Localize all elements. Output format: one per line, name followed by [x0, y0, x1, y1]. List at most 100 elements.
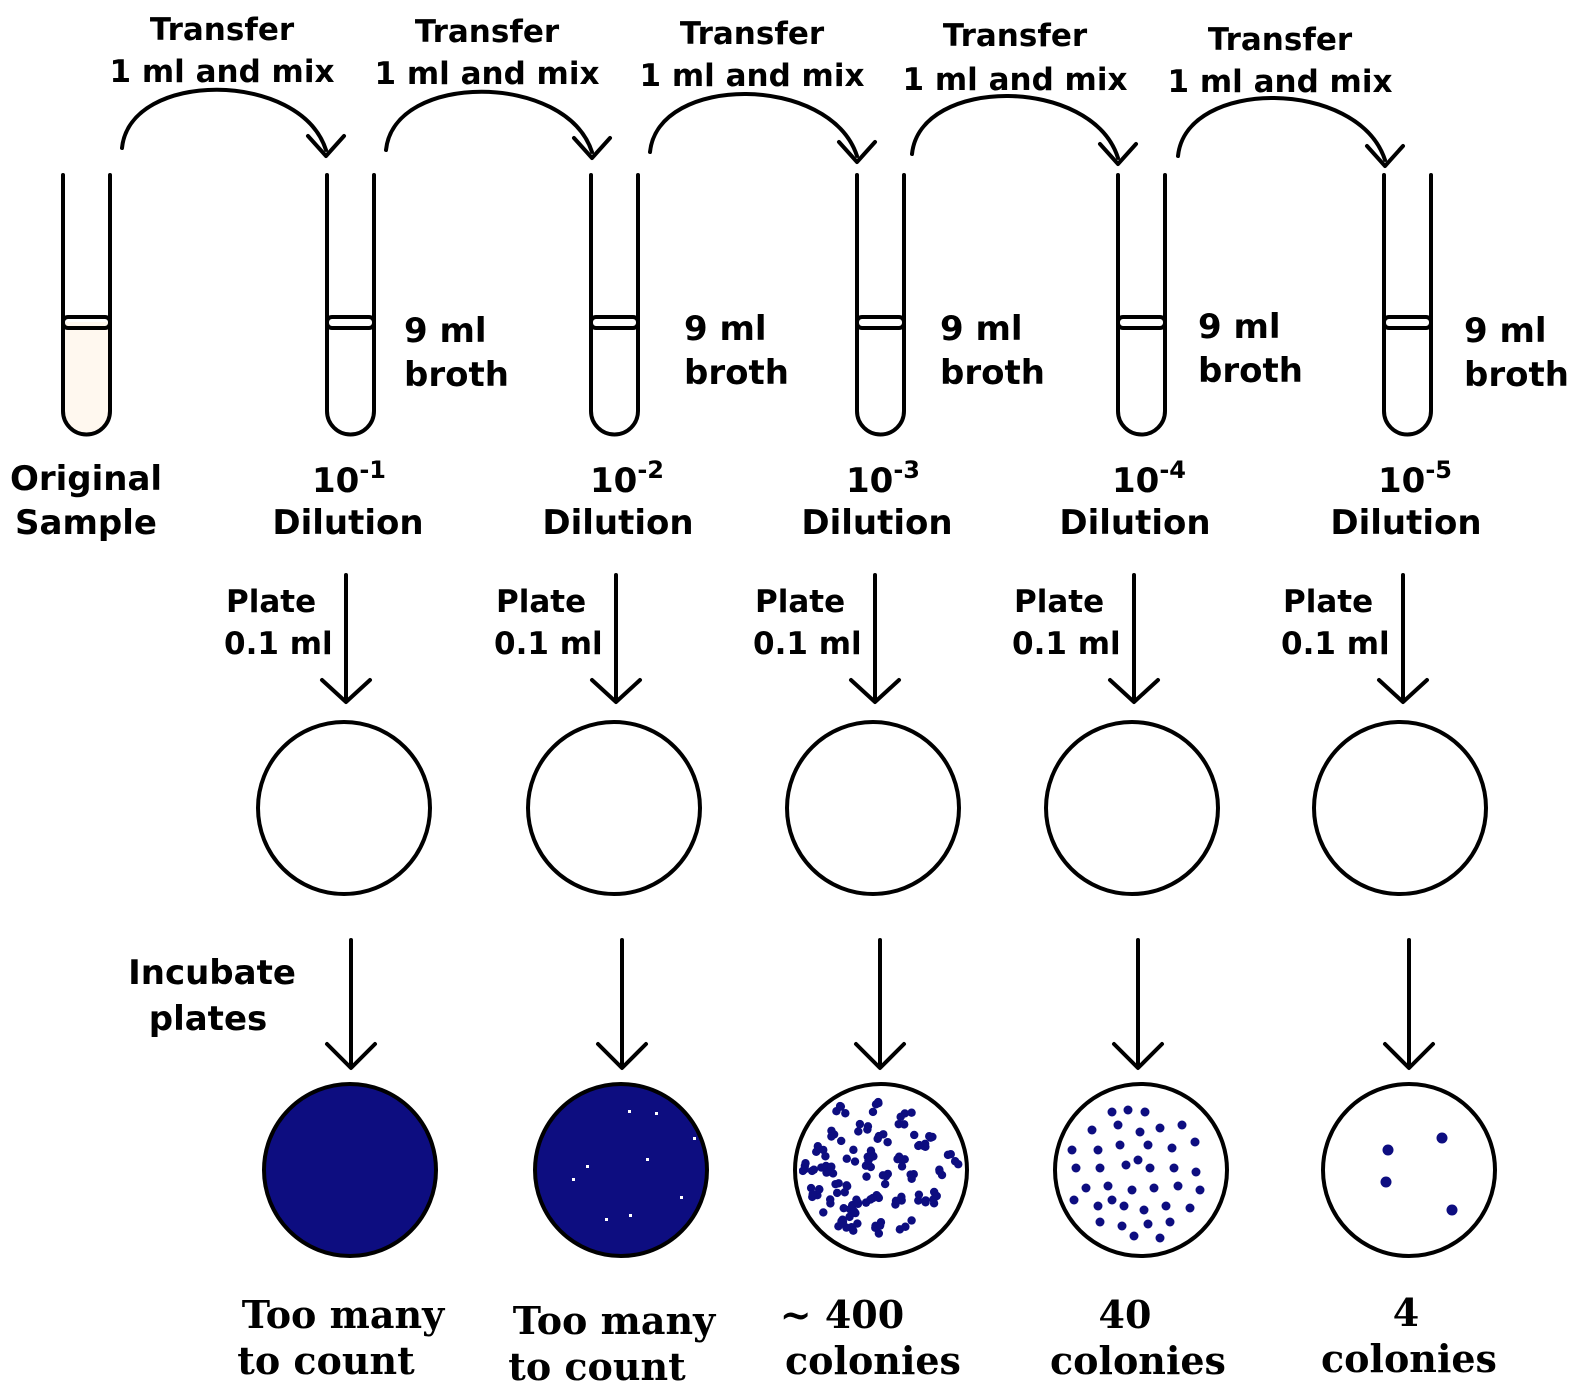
- plate-volume-label: 0.1 ml: [1281, 626, 1390, 662]
- tube-dilution-4: [1116, 173, 1167, 437]
- plate-step-5: Plate 0.1 ml: [1281, 573, 1429, 704]
- broth-label: broth: [940, 353, 1045, 393]
- dilution-label-4: 10-4 Dilution: [1059, 456, 1210, 543]
- dilution-label-5: 10-5 Dilution: [1330, 456, 1481, 543]
- incubated-plate-5: [1321, 1082, 1497, 1258]
- transfer-step-3: Transfer 1 ml and mix: [640, 16, 877, 164]
- colony-dot: [1436, 1132, 1448, 1144]
- incubate-arrow-5: [1383, 938, 1435, 1070]
- colony-dot: [1446, 1204, 1458, 1216]
- dilution-base: 10: [1378, 461, 1425, 501]
- colony-dot: [1149, 1183, 1159, 1193]
- dilution-word: Dilution: [801, 503, 952, 543]
- transfer-arrowhead: [1365, 144, 1405, 168]
- original-sample-label: Original: [10, 459, 162, 499]
- colony-dot: [815, 1185, 824, 1194]
- colony-dot: [822, 1168, 831, 1177]
- colony-dot: [1155, 1123, 1165, 1133]
- incubated-plate-4: [1053, 1082, 1229, 1258]
- transfer-label: Transfer: [415, 14, 560, 50]
- colony-dot: [1185, 1203, 1195, 1213]
- transfer-arrow: [648, 92, 859, 158]
- colony-dot: [853, 1219, 862, 1228]
- transfer-arrowhead: [306, 134, 346, 158]
- result-label: 4: [1393, 1290, 1419, 1335]
- sample-liquid: [63, 322, 110, 435]
- broth-volume-label: 9 ml: [1198, 307, 1281, 347]
- colony-dot: [1143, 1219, 1153, 1229]
- colony-dot: [849, 1226, 858, 1235]
- incubated-plate-1: [262, 1082, 438, 1258]
- colony-dot: [1145, 1163, 1155, 1173]
- colony-dot: [907, 1174, 916, 1184]
- liquid-meniscus: [1382, 315, 1433, 330]
- colony-dot: [808, 1189, 817, 1199]
- dilution-base: 10: [1112, 461, 1159, 501]
- colony-dot: [878, 1171, 888, 1180]
- colony-dot: [1177, 1120, 1187, 1130]
- incubate-arrowhead: [325, 1042, 377, 1070]
- result-label: colonies: [785, 1338, 961, 1383]
- colony-dot: [1117, 1221, 1127, 1231]
- dilution-exponent: -4: [1159, 456, 1186, 484]
- colony-dot: [1069, 1195, 1079, 1205]
- colony-dot: [1165, 1217, 1175, 1227]
- svg-text:10-2: 10-2: [590, 456, 664, 501]
- colony-dot: [1107, 1195, 1117, 1205]
- colony-dot: [845, 1212, 854, 1222]
- colony-dot: [1071, 1163, 1081, 1173]
- colony-dot: [854, 1127, 863, 1136]
- colony-dot: [1093, 1201, 1103, 1211]
- colony-dot: [812, 1147, 821, 1156]
- result-label: colonies: [1050, 1338, 1226, 1383]
- plate-arrowhead: [590, 678, 642, 704]
- transfer-amount-label: 1 ml and mix: [110, 54, 335, 90]
- colony-dot: [1195, 1185, 1205, 1195]
- colony-dot: [1121, 1160, 1131, 1170]
- plate-step-2: Plate 0.1 ml: [494, 573, 642, 704]
- dilution-label-2: 10-2 Dilution: [542, 456, 693, 543]
- transfer-label: Transfer: [1208, 22, 1353, 58]
- colony-dot: [827, 1132, 836, 1141]
- broth-volume-label: 9 ml: [684, 309, 767, 349]
- colony-dot: [879, 1130, 888, 1139]
- colony-dot: [883, 1137, 892, 1147]
- transfer-step-1: Transfer 1 ml and mix: [110, 12, 346, 158]
- tube-dilution-3: [855, 173, 906, 437]
- colony-dot: [926, 1133, 935, 1142]
- tube-outline: [855, 173, 906, 437]
- plate-arrowhead: [849, 678, 901, 704]
- colony-dot: [842, 1154, 851, 1163]
- colony-dot: [914, 1190, 924, 1199]
- transfer-arrow: [910, 94, 1120, 160]
- transfer-arrowhead: [837, 140, 877, 164]
- colony-dot: [1155, 1233, 1165, 1243]
- colony-dot: [1190, 1137, 1200, 1147]
- plate-rim: [1053, 1082, 1229, 1258]
- plate-label: Plate: [755, 584, 845, 620]
- plate-volume-label: 0.1 ml: [494, 626, 603, 662]
- colony-dot: [862, 1172, 871, 1181]
- colony-dot: [850, 1157, 860, 1166]
- colony-dot: [921, 1198, 930, 1207]
- colony-dot: [799, 1166, 808, 1176]
- incubate-arrowhead: [854, 1042, 906, 1070]
- plate-label: Plate: [496, 584, 586, 620]
- tube-dilution-1: [325, 173, 376, 437]
- colony-dot: [937, 1170, 947, 1180]
- dilution-exponent: -2: [637, 456, 664, 484]
- colony-dot: [1133, 1155, 1143, 1165]
- dilution-exponent: -5: [1425, 456, 1452, 484]
- colony-dot: [1067, 1145, 1077, 1155]
- colony-dot: [819, 1145, 828, 1155]
- dilution-word: Dilution: [1330, 503, 1481, 543]
- result-label: Too many: [242, 1292, 445, 1337]
- colony-dot: [907, 1108, 916, 1117]
- liquid-meniscus: [61, 315, 112, 330]
- colony-dot: [1191, 1167, 1201, 1177]
- colony-dot: [1173, 1181, 1183, 1191]
- plate-step-4: Plate 0.1 ml: [1012, 573, 1160, 704]
- dilution-base: 10: [846, 461, 893, 501]
- colony-dot: [875, 1221, 885, 1230]
- liquid-meniscus: [1116, 315, 1167, 330]
